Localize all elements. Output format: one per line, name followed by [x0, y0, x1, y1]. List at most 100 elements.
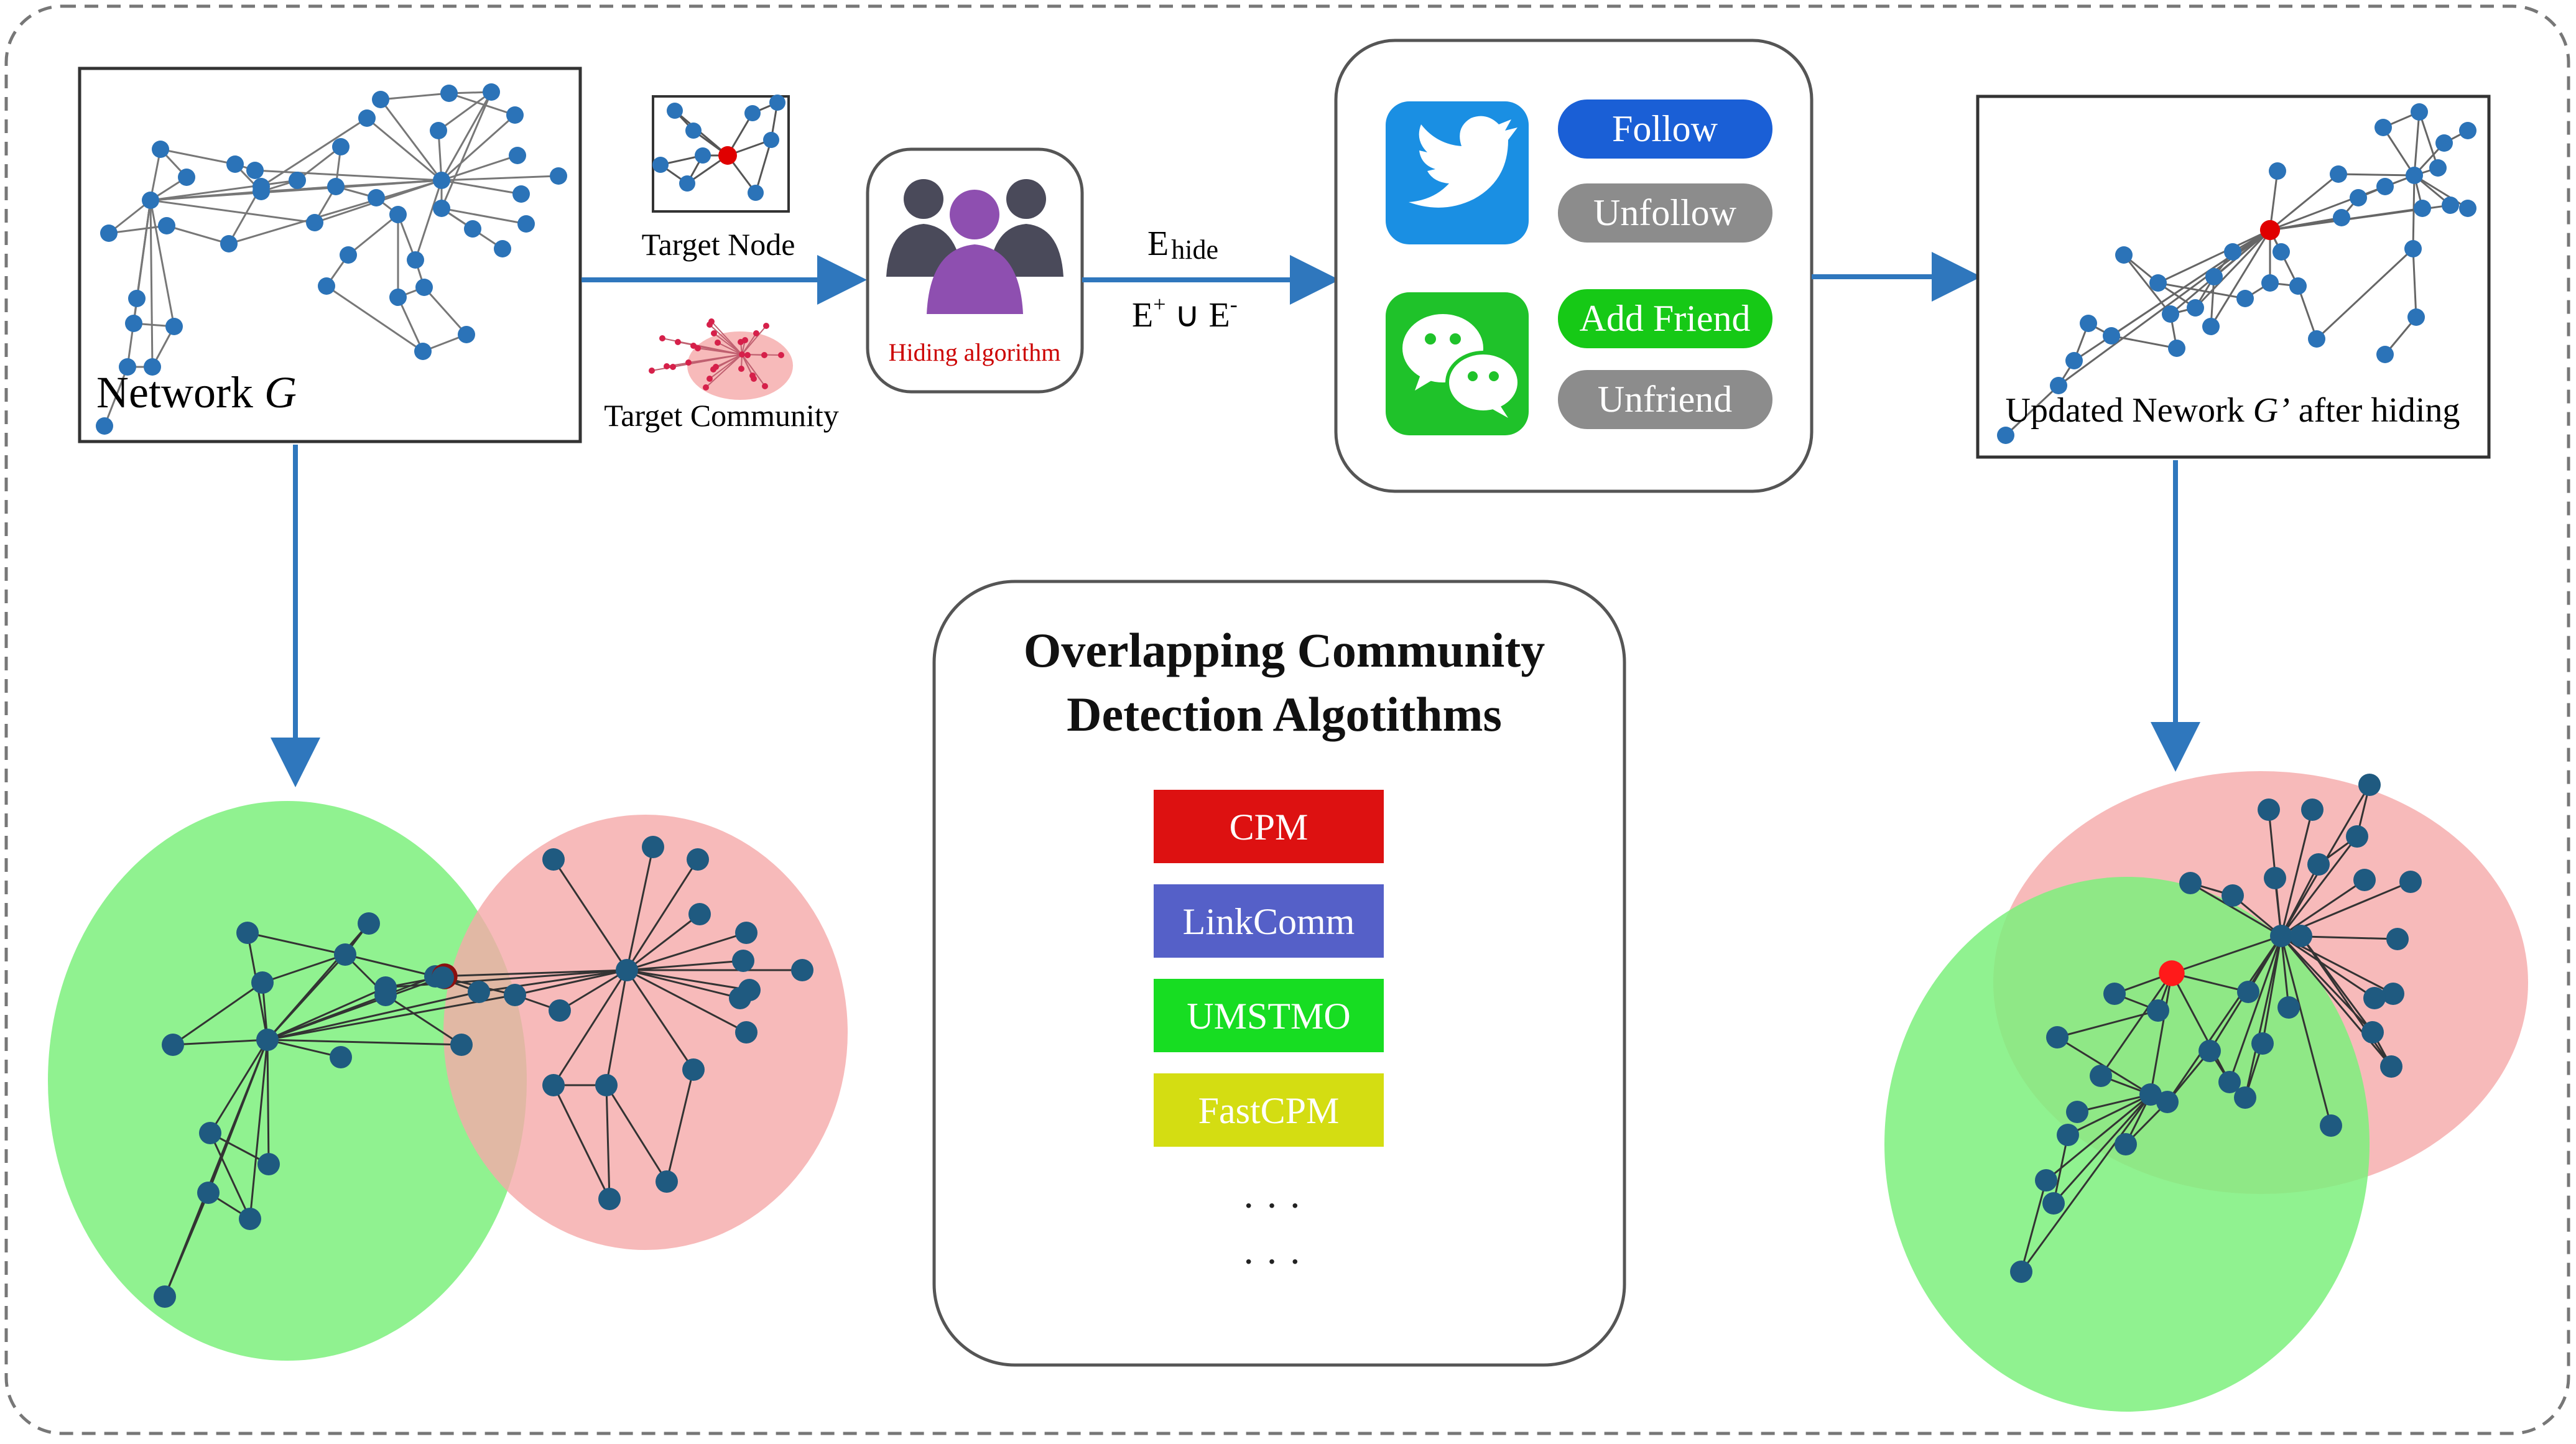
graph-node: [144, 358, 161, 376]
graph-edge: [626, 960, 744, 971]
graph-edge: [266, 1039, 270, 1165]
graph-node: [450, 1034, 473, 1056]
algorithm-item-fastcpm: FastCPM: [1154, 1073, 1384, 1147]
graph-node: [2198, 1040, 2221, 1062]
graph-edge: [267, 1039, 462, 1046]
graph-node: [659, 335, 665, 341]
graph-edge: [108, 224, 167, 234]
graph-node: [2406, 167, 2423, 184]
graph-edge: [2418, 111, 2439, 169]
graph-node: [2042, 1192, 2065, 1215]
updated-community-view: [1884, 771, 2528, 1412]
graph-node: [2358, 774, 2381, 796]
graph-edge: [713, 333, 743, 355]
graph-node: [2353, 869, 2376, 891]
graph-node: [2236, 290, 2254, 307]
graph-node: [2269, 162, 2286, 180]
graph-edge: [126, 200, 152, 368]
hiding-algorithm-label: Hiding algorithm: [889, 338, 1061, 366]
graph-node: [142, 192, 159, 209]
graph-edge: [2052, 1134, 2069, 1204]
graph-edge: [754, 139, 772, 193]
graph-edge: [2020, 1180, 2047, 1272]
graph-edge: [160, 148, 236, 165]
graph-node: [154, 1285, 176, 1308]
graph-node: [664, 363, 670, 369]
graph-node: [96, 417, 113, 435]
graph-node: [2290, 925, 2312, 947]
graph-node: [2361, 1021, 2384, 1044]
graph-edge: [2297, 285, 2318, 340]
graph-node: [2264, 867, 2286, 889]
graph-node: [707, 376, 713, 382]
graph-edge: [2280, 864, 2320, 937]
graph-node: [2261, 274, 2279, 292]
algorithms-frame: [932, 580, 1626, 1367]
graph-node: [2330, 165, 2347, 183]
graph-node: [440, 85, 458, 102]
graph-edge: [172, 981, 263, 1046]
graph-edge: [2315, 248, 2414, 340]
graph-edge: [249, 1039, 269, 1220]
target-node-graph: [652, 95, 785, 201]
graph-edge: [709, 354, 743, 379]
graph-edge: [267, 991, 480, 1041]
follow-button[interactable]: Follow: [1558, 100, 1772, 159]
graph-node: [2301, 798, 2323, 821]
graph-node: [251, 971, 274, 994]
graph-node: [791, 959, 813, 981]
graph-node: [2115, 1133, 2137, 1155]
graph-node: [2222, 884, 2244, 907]
graph-node: [744, 105, 761, 121]
graph-node: [753, 330, 759, 336]
graph-node: [667, 103, 683, 119]
graph-edge: [2382, 127, 2416, 176]
unfriend-button[interactable]: Unfriend: [1558, 370, 1772, 429]
graph-edge: [435, 969, 628, 978]
netR-nodes: [2010, 774, 2422, 1283]
graph-node: [763, 132, 779, 148]
graph-node: [162, 1034, 184, 1056]
unfollow-button[interactable]: Unfollow: [1558, 183, 1772, 243]
graph-node: [751, 376, 757, 382]
graph-node: [432, 966, 454, 989]
graph-node: [468, 981, 490, 1003]
graph-edge: [380, 92, 450, 101]
graph-edge: [267, 986, 386, 1041]
graph-edge: [2300, 935, 2393, 1067]
graph-node: [226, 155, 244, 173]
graph-node: [414, 343, 432, 360]
algorithms-title-line1: Overlapping Community: [1024, 623, 1545, 677]
graph-node: [433, 200, 450, 217]
graph-node: [2103, 983, 2126, 1005]
graph-edge: [2338, 173, 2415, 177]
algorithm-box: [1154, 790, 1384, 863]
graph-edge: [666, 354, 743, 367]
add-friend-button[interactable]: Add Friend: [1558, 289, 1772, 348]
graph-node: [165, 318, 183, 335]
graph-node: [688, 903, 711, 925]
graph-edge: [2228, 935, 2282, 1083]
graph-node: [2103, 327, 2120, 345]
network-g-label: Network G: [96, 368, 297, 417]
graph-edge: [478, 969, 628, 993]
graph-edge: [2020, 1094, 2152, 1272]
graph-node: [2320, 1114, 2342, 1137]
graph-node: [458, 326, 475, 343]
graph-node: [125, 315, 142, 332]
target-node-label: Target Node: [642, 227, 795, 262]
original-community-view: [48, 801, 848, 1361]
graph-node: [2273, 243, 2290, 261]
graph-node: [2090, 1065, 2112, 1087]
graph-edge: [150, 199, 315, 224]
graph-node: [685, 123, 702, 139]
graph-node: [494, 240, 511, 257]
graph-edge: [366, 117, 442, 182]
graph-node: [2404, 240, 2422, 257]
graph-node: [2218, 1071, 2241, 1093]
algorithm-name: UMSTMO: [1187, 996, 1350, 1037]
graph-edge: [254, 169, 442, 182]
graph-node: [2382, 983, 2404, 1005]
